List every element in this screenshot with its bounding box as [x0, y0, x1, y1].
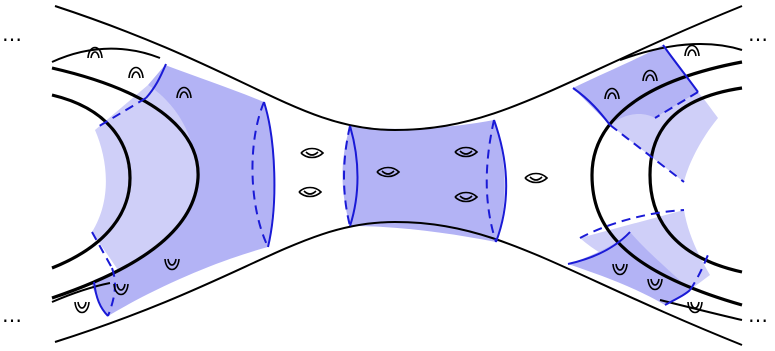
handle-eye-icon [299, 188, 321, 197]
ellipsis-bottom-right: ⋯ [748, 308, 768, 332]
cusp-handle-bottom-icon [75, 302, 89, 313]
ellipsis-top-right: ⋯ [748, 27, 768, 51]
ellipsis-bottom-left: ⋯ [2, 308, 22, 332]
handle-eye-icon [301, 149, 323, 158]
cusp-handle-top-icon [129, 68, 143, 79]
cusp-handle-top-icon [685, 46, 699, 57]
ellipsis-top-left: ⋯ [2, 27, 22, 51]
handle-eye-icon [525, 174, 547, 183]
inner-boundary-top-left [52, 49, 160, 62]
shaded-regions [92, 45, 718, 316]
